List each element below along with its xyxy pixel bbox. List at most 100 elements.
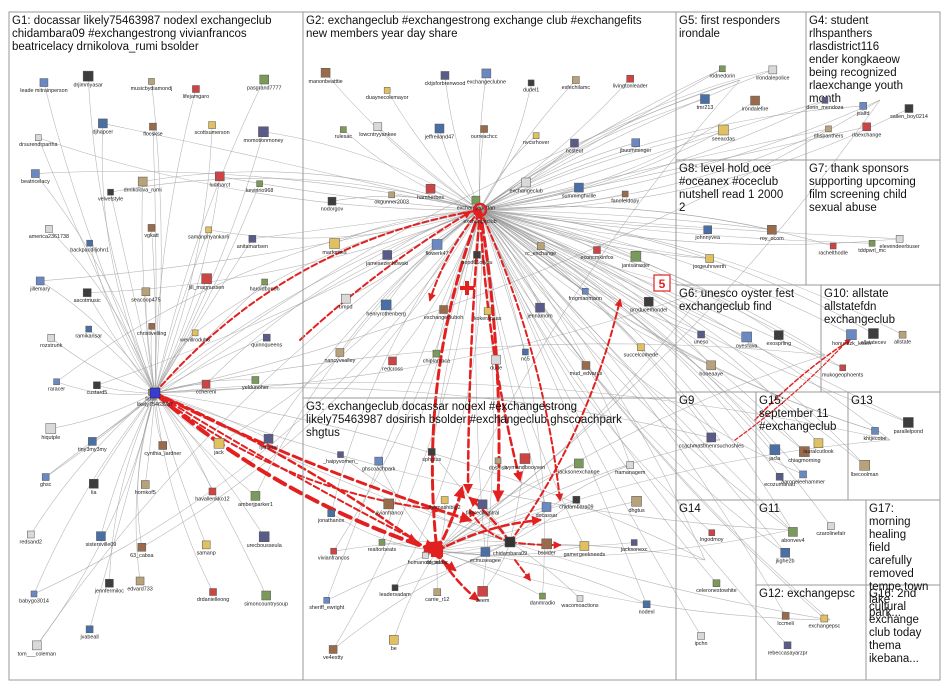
node-label: nodexl [639, 609, 655, 615]
node-icon [337, 451, 344, 458]
node: lowcntryyankee [359, 122, 396, 138]
hub-label-likely: likely75463987 [137, 402, 173, 408]
node: tiny3my3my [78, 437, 107, 453]
edge [154, 238, 253, 394]
node-icon [340, 126, 347, 133]
node-icon [191, 329, 199, 337]
node-icon [98, 118, 108, 129]
node-label: redcross [382, 366, 403, 372]
edge [479, 209, 900, 245]
node-label: momotionmoney [244, 138, 284, 144]
node-icon [697, 330, 705, 339]
edge [154, 131, 264, 394]
node-label: beatricelacy [21, 179, 50, 185]
node: scottsumerson [195, 121, 230, 136]
node-label: leadersadam [379, 592, 411, 598]
edge [479, 209, 708, 231]
node-icon [248, 235, 257, 243]
node-label: anitamartsen [237, 244, 268, 250]
node: framanagem [615, 461, 646, 476]
node: celeronestowhite [696, 579, 737, 594]
node-icon [327, 509, 335, 517]
node-icon [259, 74, 269, 85]
node-label: quinnqueens [251, 343, 282, 349]
node: okgunner2003 [374, 191, 409, 205]
node-label: livingtonleader [613, 84, 648, 90]
node: ascotmusic [74, 288, 101, 304]
node-icon [631, 138, 640, 147]
edge [479, 209, 702, 637]
node: dosirish [489, 457, 507, 471]
node: seacoop475 [131, 287, 161, 303]
node: mukogeophoents [822, 364, 864, 378]
node-icon [330, 547, 337, 555]
node-icon [494, 457, 502, 465]
node: allstatecev [861, 328, 886, 346]
edge [325, 72, 481, 211]
node-icon [477, 499, 488, 510]
node-label: chiplamaca [423, 359, 450, 365]
node-icon [697, 632, 705, 640]
node: jillemary [29, 276, 50, 292]
node-label: wymandbooysen [504, 465, 545, 471]
node: nvcsrhover [523, 132, 550, 146]
node: drdanielleong [197, 588, 229, 603]
node-icon [581, 361, 591, 370]
node-icon [105, 578, 114, 588]
node-icon [137, 176, 148, 187]
node: mud_edvards [570, 361, 603, 377]
edge [93, 392, 156, 484]
node-icon [383, 498, 394, 510]
edge [340, 454, 511, 543]
node-label: babygo3014 [19, 598, 49, 604]
edge [479, 69, 773, 211]
node: carrie_r12 [425, 588, 449, 603]
node-icon [480, 125, 488, 133]
node: rozstrunk [40, 334, 63, 349]
node-label: faroh [145, 397, 157, 403]
node-label: vivianfranco [374, 510, 403, 516]
node-icon [626, 461, 634, 469]
edge [479, 209, 631, 466]
edge [478, 208, 523, 482]
node: lngodmoy [700, 529, 724, 543]
node-label: honeaaye [699, 371, 723, 377]
node-icon [491, 354, 501, 365]
node-label: redsand2 [20, 539, 42, 545]
node-icon [383, 87, 391, 94]
node-label: drdanielleong [197, 597, 229, 603]
node-icon [82, 288, 92, 297]
node: roy_ocom [760, 225, 784, 242]
node: dhgtus [628, 496, 645, 514]
group-panels: G1: docassar likely75463987 nodexl excha… [8, 11, 941, 681]
node-label: custard5 [87, 390, 108, 396]
node-label: exosprling [767, 341, 792, 347]
edge [154, 337, 267, 394]
node-icon [859, 460, 871, 471]
edge [436, 501, 637, 552]
edge [436, 354, 826, 552]
node-label: nvcsrhover [523, 140, 550, 146]
node-label: america2361738 [29, 234, 69, 240]
edge [479, 209, 804, 475]
edge [479, 126, 867, 211]
node-label: 63_cabsa [130, 553, 153, 559]
node-label: jill_magnussen [188, 285, 225, 291]
node-label: filmrecikontral [466, 510, 499, 516]
node: lydsetel [259, 434, 278, 451]
node: rodnedorin [709, 65, 735, 79]
node-icon [141, 480, 150, 489]
node: sailen_boy0214 [890, 104, 928, 120]
node-icon [215, 171, 225, 182]
node-label: thomashiblg2 [429, 505, 461, 511]
node-label: donn_mendoza [806, 105, 843, 111]
node: haroldbanon [250, 278, 280, 293]
edge [154, 392, 269, 440]
edge [431, 209, 481, 452]
node-icon [382, 250, 392, 260]
edge [479, 209, 706, 561]
node-label: hornkof5 [135, 490, 156, 496]
node-label: pasgrand7777 [247, 86, 281, 92]
group-title-g14: G14 [679, 503, 701, 515]
